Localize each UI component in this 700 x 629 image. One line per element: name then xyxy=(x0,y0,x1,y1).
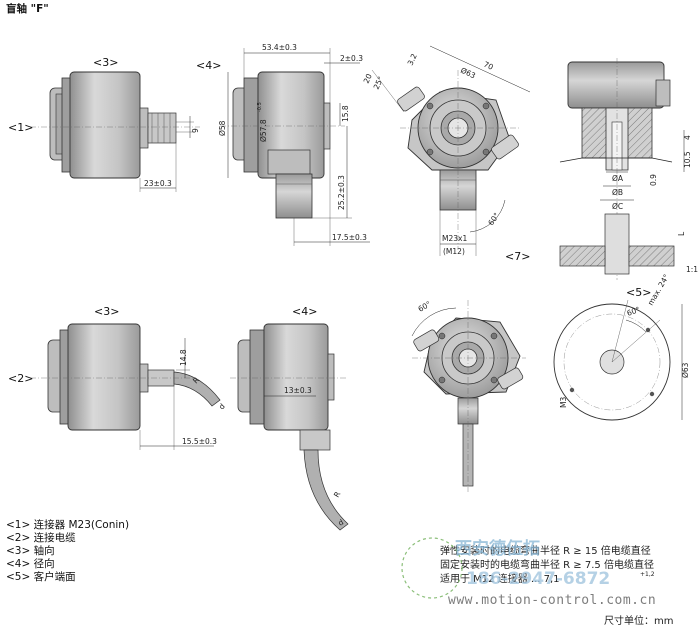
watermark-url: www.motion-control.com.cn xyxy=(448,593,656,608)
dim-13: 13±0.3 xyxy=(284,386,312,395)
dim-d57-8: Ø57.8 xyxy=(259,119,268,142)
legend-item-5: <5> 客户端面 xyxy=(6,570,76,583)
dim-70: 70 xyxy=(482,60,495,72)
view-radial-cable: 13±0.3 R d xyxy=(230,323,349,531)
dim-4: 4 xyxy=(683,135,692,140)
tag-5: <5> xyxy=(626,286,651,299)
scale-note: 1:1 xyxy=(686,265,698,274)
tag-7: <7> xyxy=(505,250,530,263)
dim-m12: (M12) xyxy=(443,247,465,256)
dim-17-5: 17.5±0.3 xyxy=(332,233,367,242)
dim-23: 23±0.3 xyxy=(144,179,172,188)
dim-60deg-top: 60° xyxy=(486,211,501,227)
dim-d58: Ø58 xyxy=(218,120,227,136)
dim-0-9: 0.9 xyxy=(649,174,658,186)
dim-d63-flange: Ø63 xyxy=(681,362,690,378)
dim-m23x1: M23x1 xyxy=(442,234,467,243)
dim-9: 9 xyxy=(191,128,200,133)
view-radial-connector: 53.4±0.3 2±0.3 Ø58 Ø57.8 -0.5 15.8 25.2±… xyxy=(218,43,370,246)
tag-2: <2> xyxy=(8,372,33,385)
dim-d57-8-tol: -0.5 xyxy=(257,102,263,112)
dim-25deg: 25° xyxy=(372,75,386,91)
watermark-phone: 186-2947-6872 xyxy=(466,569,610,589)
dim-dA: ØA xyxy=(612,174,624,183)
view-front-top: 70 Ø63 3.2 20 25° 60° M23x1 (M12) xyxy=(362,45,531,256)
tag-1: <1> xyxy=(8,121,33,134)
dim-2: 2±0.3 xyxy=(340,54,363,63)
tag-4-bottom: <4> xyxy=(292,305,317,318)
dim-R-axial: R xyxy=(191,375,201,385)
dim-dB: ØB xyxy=(612,188,623,197)
view-section: 4 10.5 0.9 ØA ØB ØC L 1:1 xyxy=(559,58,698,280)
dim-d63: Ø63 xyxy=(459,66,477,81)
dim-53-4: 53.4±0.3 xyxy=(262,43,297,52)
dim-15-8: 15.8 xyxy=(341,105,350,122)
note-3-sup: +1,2 xyxy=(640,571,655,578)
dim-m3: M3 xyxy=(559,397,568,408)
dim-3-2: 3.2 xyxy=(406,52,419,67)
view-axial-connector: 23±0.3 9 xyxy=(30,71,200,192)
watermark-company: 西安德伍拓 xyxy=(455,538,540,559)
dim-20: 20 xyxy=(362,72,374,85)
page-title: 盲轴 "F" xyxy=(6,2,49,15)
note-2: 固定安装时的电缆弯曲半径 R ≥ 7.5 倍电缆直径 xyxy=(440,558,654,571)
tag-3-top: <3> xyxy=(93,56,118,69)
view-axial-cable: 14.8 15.5±0.3 R d xyxy=(30,323,227,450)
view-customer-flange: 60° max. 24° Ø63 M3 xyxy=(553,272,690,421)
dim-d-axial: d xyxy=(217,402,227,412)
unit-note: 尺寸单位：mm xyxy=(604,614,673,627)
legend-item-2: <2> 连接电缆 xyxy=(6,531,76,544)
dim-60deg-flange: 60° xyxy=(626,305,642,318)
tag-3-bottom: <3> xyxy=(94,305,119,318)
note-1: 弹性安装时的电缆弯曲半径 R ≥ 15 倍电缆直径 xyxy=(440,544,651,557)
dim-d-radial: d xyxy=(337,517,346,527)
legend-item-1: <1> 连接器 M23(Conin) xyxy=(6,518,129,531)
dim-15-5: 15.5±0.3 xyxy=(182,437,217,446)
dim-L: L xyxy=(677,231,686,236)
dim-25-2: 25.2±0.3 xyxy=(337,175,346,210)
legend-item-4: <4> 径向 xyxy=(6,557,55,570)
dim-14-8: 14.8 xyxy=(179,349,188,366)
legend-item-3: <3> 轴向 xyxy=(6,544,55,557)
watermark: 西安德伍拓 186-2947-6872 www.motion-control.c… xyxy=(401,537,656,608)
dim-10-5: 10.5 xyxy=(683,151,692,168)
tag-4-top: <4> xyxy=(196,59,221,72)
view-front-cable: 60° xyxy=(411,299,526,492)
dim-dC: ØC xyxy=(612,202,623,211)
dim-60deg-bottom: 60° xyxy=(417,299,433,314)
note-3: 适用于 M12 连接器 ... 7,1 xyxy=(440,572,560,585)
dim-R-radial: R xyxy=(332,490,342,499)
